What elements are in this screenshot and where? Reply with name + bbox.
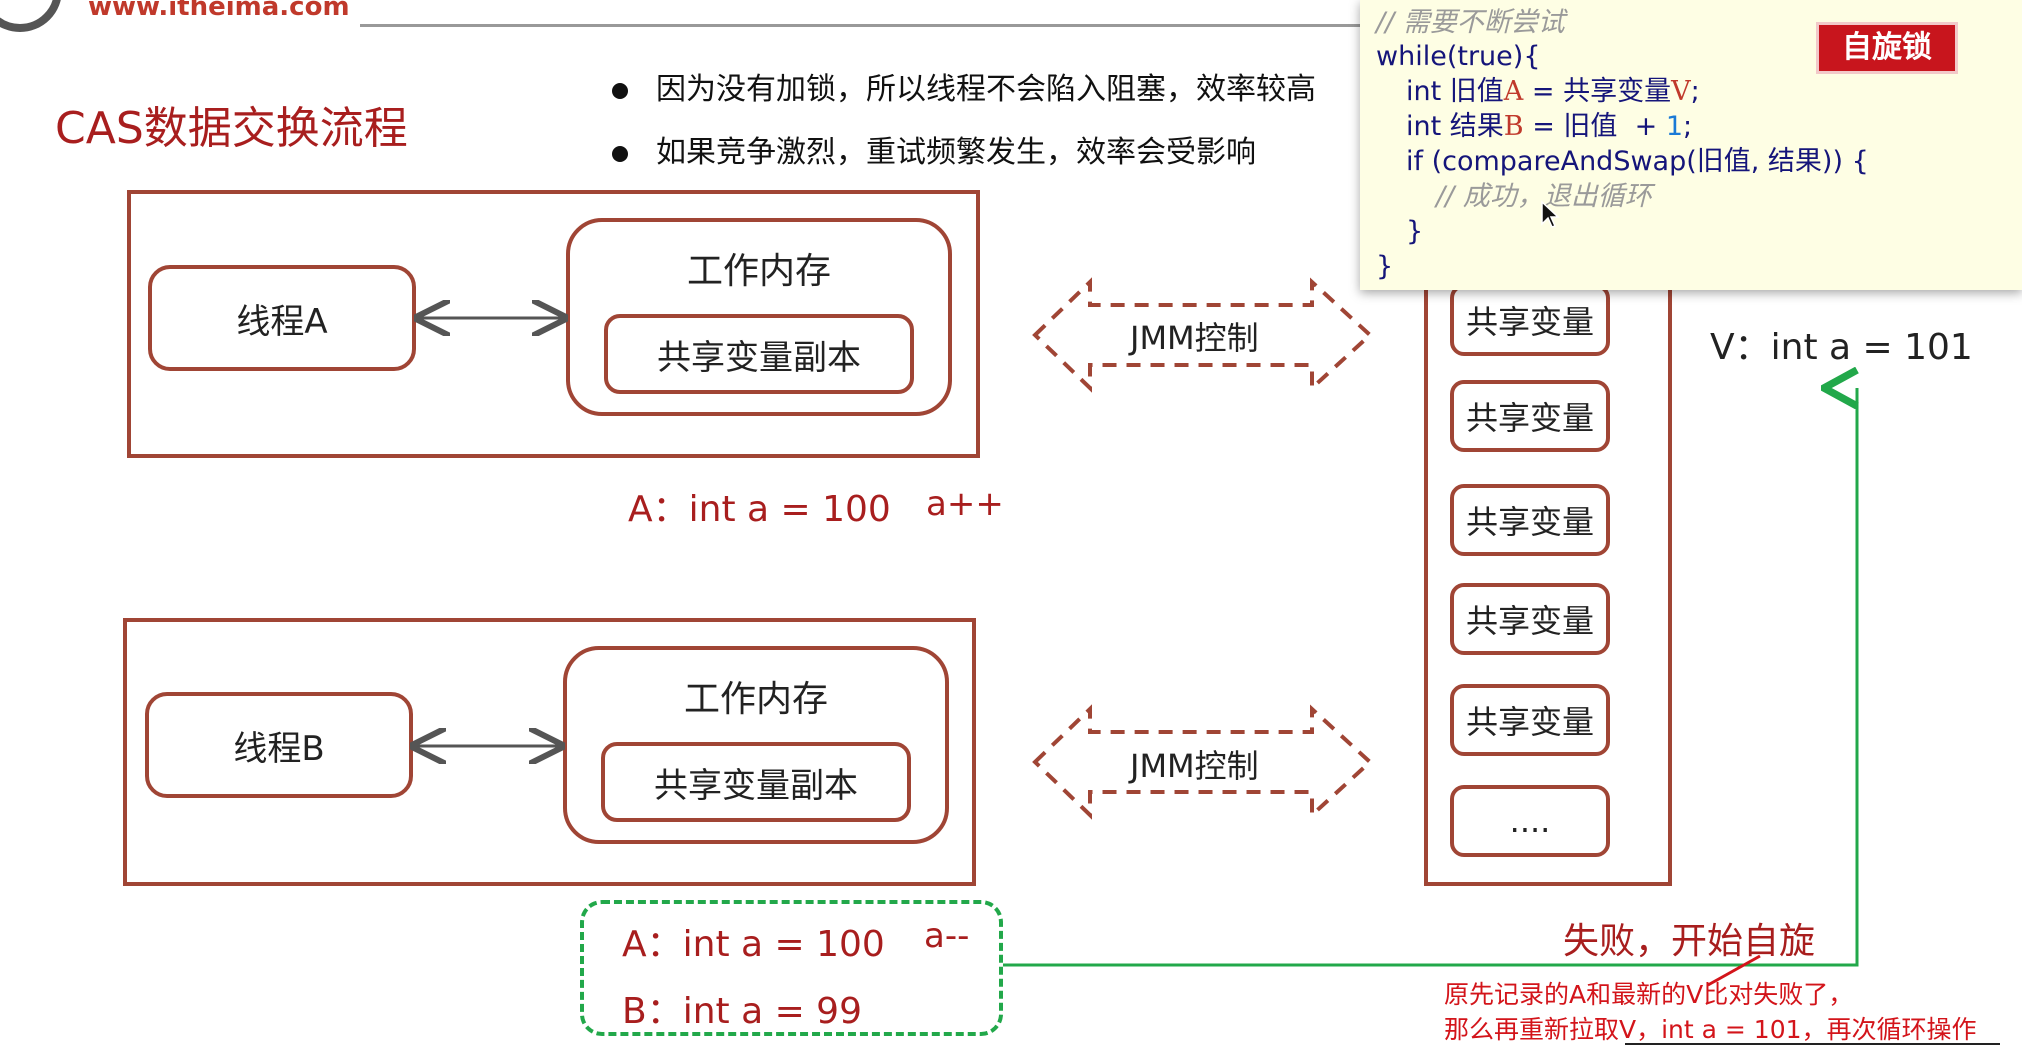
code-line-while: while(true){ bbox=[1376, 40, 1541, 74]
working-memory-title: 工作内存 bbox=[686, 251, 831, 292]
slide-title: CAS数据交换流程 bbox=[55, 103, 408, 154]
code-token: 结果 bbox=[1441, 111, 1504, 142]
shared-variable-slot: .... bbox=[1450, 785, 1610, 857]
shared-variable-slot: 共享变量 bbox=[1450, 380, 1610, 452]
code-comment-1: // 需要不断尝试 bbox=[1376, 7, 1565, 38]
code-var: B bbox=[1503, 111, 1524, 142]
code-close-while: } bbox=[1376, 251, 1394, 282]
code-type: int bbox=[1406, 76, 1442, 107]
code-keyword: if bbox=[1406, 146, 1424, 177]
retry-path-line bbox=[1003, 388, 1857, 967]
bullet-text-1: 因为没有加锁，所以线程不会陷入阻塞，效率较高 bbox=[656, 72, 1316, 107]
jmm-label-bottom: JMM控制 bbox=[1130, 747, 1259, 785]
thread-a-shared-copy: 共享变量副本 bbox=[604, 314, 914, 394]
thread-a-value-note: A：int a = 100 bbox=[628, 480, 891, 532]
code-token: ){ bbox=[1512, 41, 1541, 72]
logo-circle-icon bbox=[0, 0, 61, 32]
code-token: 旧值 bbox=[1441, 76, 1504, 107]
bullet-text-2: 如果竞争激烈，重试频繁发生，效率会受影响 bbox=[656, 135, 1256, 170]
bullet-item-1: 因为没有加锁，所以线程不会陷入阻塞，效率较高 bbox=[612, 64, 1316, 108]
code-token: (compareAndSwap(旧值, 结果)) { bbox=[1423, 146, 1869, 177]
code-panel: // 需要不断尝试 while(true){ int 旧值A = 共享变量V; … bbox=[1360, 0, 2022, 290]
code-number: 1 bbox=[1665, 111, 1683, 142]
working-memory-title: 工作内存 bbox=[683, 679, 828, 720]
code-token: ; bbox=[1683, 111, 1693, 142]
code-line-result: int 结果B = 旧值 + 1; bbox=[1406, 110, 1692, 144]
header-divider bbox=[360, 24, 1360, 27]
code-comment-2: // 成功，退出循环 bbox=[1436, 181, 1652, 212]
code-token: ( bbox=[1446, 41, 1458, 72]
fail-note-line-2: 那么再重新拉取V，int a = 101，再次循环操作 bbox=[1444, 1015, 1977, 1044]
spin-lock-badge-label: 自旋锁 bbox=[1842, 30, 1932, 65]
code-line-if: if (compareAndSwap(旧值, 结果)) { bbox=[1406, 145, 1869, 179]
thread-a-label: 线程A bbox=[236, 301, 328, 342]
shared-variable-slot: 共享变量 bbox=[1450, 583, 1610, 655]
thread-b-value-box bbox=[580, 900, 1003, 1036]
fail-title: 失败，开始自旋 bbox=[1563, 921, 1816, 962]
code-type: int bbox=[1406, 111, 1442, 142]
code-token: = 旧值 + bbox=[1523, 111, 1666, 142]
shared-variable-slot: 共享变量 bbox=[1450, 484, 1610, 556]
thread-a-box: 线程A bbox=[148, 265, 416, 371]
site-url: www.itheima.com bbox=[88, 0, 350, 22]
thread-b-box: 线程B bbox=[145, 692, 413, 798]
bullet-item-2: 如果竞争激烈，重试频繁发生，效率会受影响 bbox=[612, 127, 1256, 171]
thread-b-label: 线程B bbox=[233, 728, 325, 769]
thread-a-op: a++ bbox=[926, 484, 1004, 524]
mouse-cursor-icon bbox=[1541, 200, 1560, 228]
jmm-label-top: JMM控制 bbox=[1130, 319, 1259, 357]
bullet-dot-icon bbox=[612, 145, 628, 162]
code-close-if: } bbox=[1406, 216, 1424, 247]
thread-b-value-b: B：int a = 99 bbox=[622, 991, 862, 1032]
code-token: = 共享变量 bbox=[1523, 76, 1672, 107]
code-line-old: int 旧值A = 共享变量V; bbox=[1406, 75, 1700, 109]
spin-lock-badge: 自旋锁 bbox=[1816, 22, 1958, 74]
code-var: V bbox=[1671, 76, 1691, 107]
code-var: A bbox=[1503, 76, 1524, 107]
thread-a-value-text: A：int a = 100 bbox=[628, 489, 891, 530]
code-keyword: true bbox=[1457, 41, 1513, 72]
shared-variable-slot: 共享变量 bbox=[1450, 684, 1610, 756]
annotation-pointer bbox=[1707, 954, 1761, 987]
thread-b-value-a: A：int a = 100 bbox=[622, 924, 885, 965]
jmm-arrow-top-icon bbox=[1032, 277, 1373, 393]
jmm-arrow-bottom-icon bbox=[1032, 704, 1373, 820]
fail-note-line-1: 原先记录的A和最新的V比对失败了， bbox=[1444, 980, 1854, 1009]
shared-copy-label: 共享变量副本 bbox=[657, 337, 861, 378]
thread-b-shared-copy: 共享变量副本 bbox=[601, 742, 911, 822]
shared-copy-label: 共享变量副本 bbox=[654, 765, 858, 806]
thread-b-op: a-- bbox=[924, 916, 970, 956]
code-token: ; bbox=[1690, 76, 1700, 107]
bullet-dot-icon bbox=[612, 82, 628, 99]
main-memory-v-value: V：int a = 101 bbox=[1710, 327, 1973, 368]
code-keyword: while bbox=[1376, 41, 1447, 72]
